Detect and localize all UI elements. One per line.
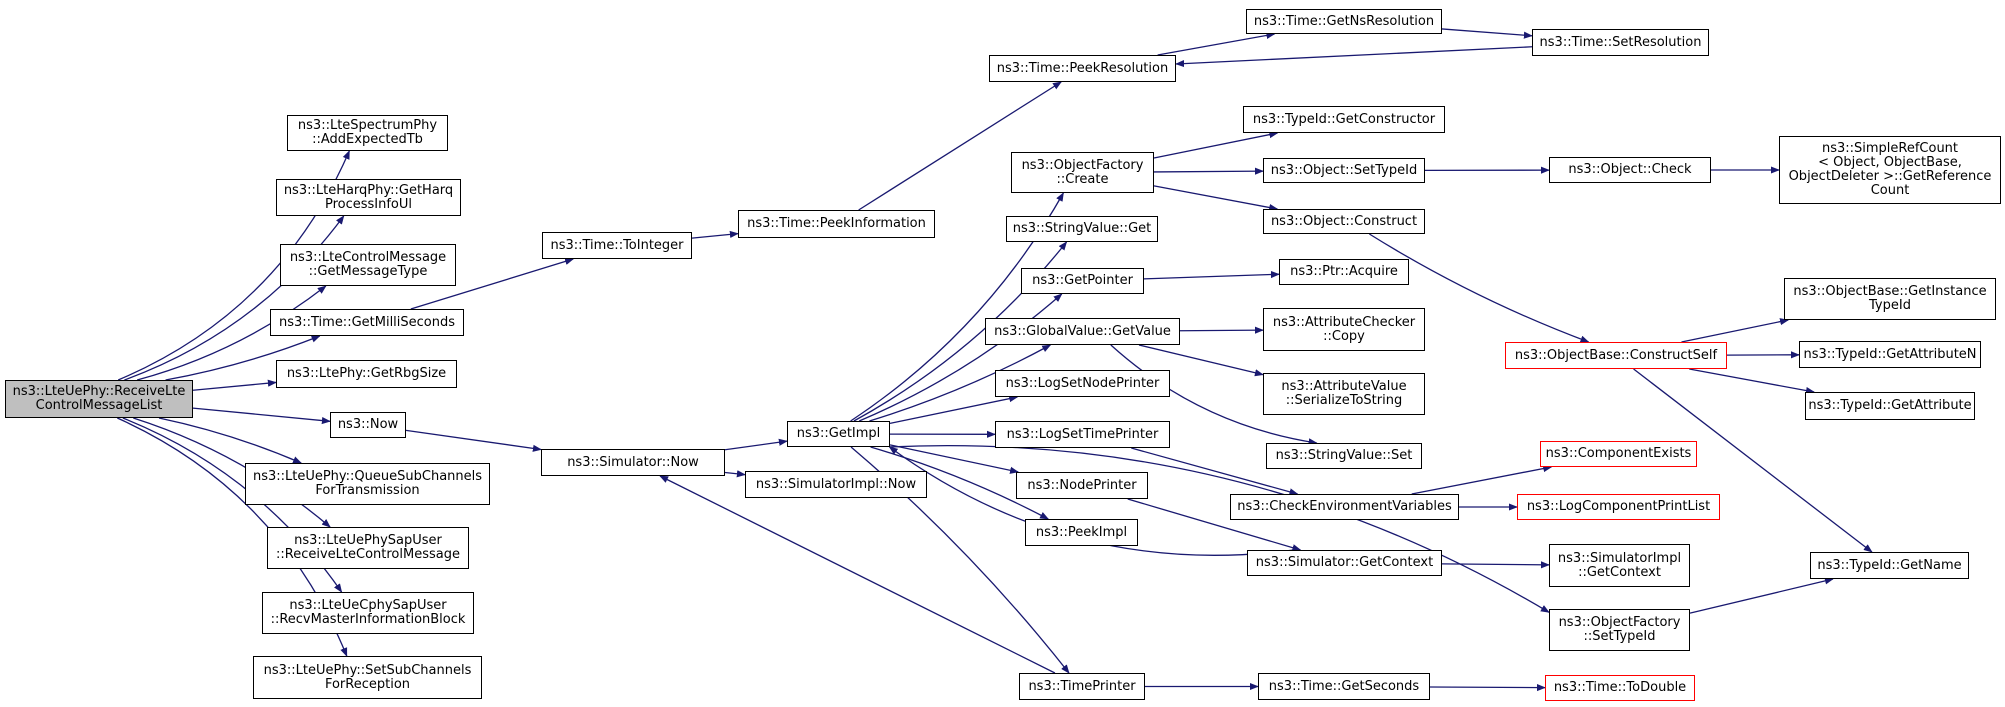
edge-ofCreate-to-objSetTypeId (1153, 167, 1264, 175)
node-component-exists[interactable]: ns3::ComponentExists (1540, 441, 1697, 467)
edge-peekInformation-to-peekResolution (858, 81, 1062, 211)
node-time-get-seconds[interactable]: ns3::Time::GetSeconds (1258, 673, 1430, 700)
node-get-milli-seconds[interactable]: ns3::Time::GetMilliSeconds (270, 309, 464, 336)
edge-gvGetValue-to-acCopy (1179, 326, 1264, 334)
node-attribute-checker-copy[interactable]: ns3::AttributeChecker ::Copy (1263, 308, 1425, 351)
edge-getPointer-to-ptrAcquire (1143, 270, 1280, 280)
node-object-check[interactable]: ns3::Object::Check (1549, 157, 1711, 183)
node-time-to-double[interactable]: ns3::Time::ToDouble (1545, 675, 1695, 701)
node-construct-self[interactable]: ns3::ObjectBase::ConstructSelf (1505, 342, 1727, 369)
edge-constructSelf-to-getInstanceTypeId (1681, 318, 1790, 343)
edge-getImpl-to-logSetNodePrinter (889, 395, 1019, 424)
node-simulator-now[interactable]: ns3::Simulator::Now (541, 449, 725, 476)
node-simulator-impl-get-context[interactable]: ns3::SimulatorImpl ::GetContext (1549, 544, 1690, 587)
node-receive-lte-control-message[interactable]: ns3::LteUePhySapUser ::ReceiveLteControl… (267, 527, 469, 569)
edge-gvGetValue-to-avSerialize (1138, 344, 1264, 377)
node-object-factory-create[interactable]: ns3::ObjectFactory ::Create (1011, 152, 1154, 193)
node-add-expected-tb[interactable]: ns3::LteSpectrumPhy ::AddExpectedTb (287, 115, 448, 151)
edge-peekResolution-to-getNsResolution (1157, 31, 1276, 56)
node-object-construct[interactable]: ns3::Object::Construct (1263, 209, 1425, 234)
node-object-factory-set-type-id[interactable]: ns3::ObjectFactory ::SetTypeId (1549, 609, 1690, 651)
edge-getImpl-to-ofSetTypeId (889, 444, 1550, 613)
node-recv-master-information-block[interactable]: ns3::LteUeCphySapUser ::RecvMasterInform… (262, 592, 474, 634)
node-get-ns-resolution[interactable]: ns3::Time::GetNsResolution (1246, 9, 1442, 34)
node-log-set-time-printer[interactable]: ns3::LogSetTimePrinter (995, 421, 1170, 448)
node-time-printer[interactable]: ns3::TimePrinter (1019, 673, 1145, 700)
edge-timePrinter-to-simNow (659, 475, 1056, 674)
edge-nodePrinter-to-simGetContext (1127, 498, 1302, 552)
edge-getImpl-to-gvGetValue (869, 344, 1052, 422)
node-queue-sub-channels[interactable]: ns3::LteUePhy::QueueSubChannels ForTrans… (245, 463, 490, 505)
node-get-constructor[interactable]: ns3::TypeId::GetConstructor (1243, 106, 1445, 133)
edge-getImpl-to-nodePrinter (889, 444, 1020, 474)
edge-simNow-to-getImpl (724, 438, 788, 451)
node-log-set-node-printer[interactable]: ns3::LogSetNodePrinter (995, 370, 1170, 397)
edge-gvGetValue-to-svSet (1110, 344, 1318, 446)
edge-root-to-recvLteCtrl (133, 417, 331, 528)
node-log-component-print-list[interactable]: ns3::LogComponentPrintList (1517, 494, 1720, 520)
edge-objConstruct-to-constructSelf (1369, 233, 1590, 343)
node-ptr-acquire[interactable]: ns3::Ptr::Acquire (1279, 259, 1409, 285)
node-simple-ref-count[interactable]: ns3::SimpleRefCount < Object, ObjectBase… (1779, 136, 2001, 204)
edge-toInteger-to-peekInformation (691, 230, 739, 239)
node-time-to-integer[interactable]: ns3::Time::ToInteger (542, 232, 692, 259)
edge-logSetTimePrinter-to-checkEnv (1131, 447, 1299, 496)
edge-root-to-now (192, 407, 331, 425)
node-get-pointer[interactable]: ns3::GetPointer (1021, 268, 1144, 294)
node-get-attribute[interactable]: ns3::TypeId::GetAttribute (1805, 392, 1975, 420)
edge-root-to-getMessageType (136, 285, 327, 381)
edge-constructSelf-to-getAttribute (1689, 368, 1815, 395)
edge-getNsResolution-to-setResolution (1441, 28, 1533, 39)
edge-getImpl-to-getPointer (858, 293, 1063, 422)
node-get-message-type[interactable]: ns3::LteControlMessage ::GetMessageType (280, 244, 456, 286)
edge-root-to-getMilliSeconds (165, 335, 321, 381)
edge-root-to-queueSub (158, 417, 302, 464)
edge-getMilliSeconds-to-toInteger (410, 257, 575, 310)
node-string-value-set[interactable]: ns3::StringValue::Set (1266, 443, 1422, 469)
node-attribute-value-serialize[interactable]: ns3::AttributeValue ::SerializeToString (1263, 373, 1425, 415)
node-root: ns3::LteUePhy::ReceiveLte ControlMessage… (5, 380, 193, 418)
edge-simGetContext-to-simImplGetContext (1441, 561, 1550, 569)
edge-setResolution-to-peekResolution (1175, 46, 1533, 68)
node-node-printer[interactable]: ns3::NodePrinter (1016, 472, 1148, 499)
edge-now-to-simNow (405, 429, 542, 452)
node-now[interactable]: ns3::Now (330, 412, 406, 438)
edge-ofCreate-to-objConstruct (1153, 185, 1279, 212)
edge-getSeconds-to-toDouble (1429, 683, 1546, 692)
node-peek-information[interactable]: ns3::Time::PeekInformation (738, 210, 935, 238)
node-string-value-get[interactable]: ns3::StringValue::Get (1006, 216, 1158, 242)
node-get-instance-type-id[interactable]: ns3::ObjectBase::GetInstance TypeId (1784, 278, 1996, 320)
node-check-environment-variables[interactable]: ns3::CheckEnvironmentVariables (1230, 494, 1459, 520)
node-simulator-impl-now[interactable]: ns3::SimulatorImpl::Now (745, 471, 927, 498)
node-get-rbg-size[interactable]: ns3::LtePhy::GetRbgSize (276, 360, 457, 388)
edge-root-to-getRbgSize (192, 379, 277, 391)
node-object-set-type-id[interactable]: ns3::Object::SetTypeId (1263, 158, 1425, 183)
edge-checkEnv-to-componentExists (1411, 465, 1553, 495)
node-set-resolution[interactable]: ns3::Time::SetResolution (1532, 29, 1709, 56)
edge-simNow-to-simImplNow (724, 470, 746, 478)
node-get-name[interactable]: ns3::TypeId::GetName (1810, 552, 1969, 579)
node-simulator-get-context[interactable]: ns3::Simulator::GetContext (1247, 550, 1442, 576)
node-get-attribute-n[interactable]: ns3::TypeId::GetAttributeN (1799, 341, 1981, 368)
node-peek-impl[interactable]: ns3::PeekImpl (1025, 519, 1138, 546)
edge-constructSelf-to-getName (1633, 368, 1873, 553)
edge-ofSetTypeId-to-getName (1689, 577, 1834, 614)
node-peek-resolution[interactable]: ns3::Time::PeekResolution (989, 55, 1176, 82)
edge-ofCreate-to-getConstructor (1153, 131, 1279, 159)
node-get-impl[interactable]: ns3::GetImpl (787, 421, 890, 447)
node-get-harq-process-info-ul[interactable]: ns3::LteHarqPhy::GetHarq ProcessInfoUl (276, 179, 461, 216)
node-set-sub-channels-for-reception[interactable]: ns3::LteUePhy::SetSubChannels ForRecepti… (253, 656, 482, 699)
node-global-value-get-value[interactable]: ns3::GlobalValue::GetValue (985, 318, 1180, 345)
